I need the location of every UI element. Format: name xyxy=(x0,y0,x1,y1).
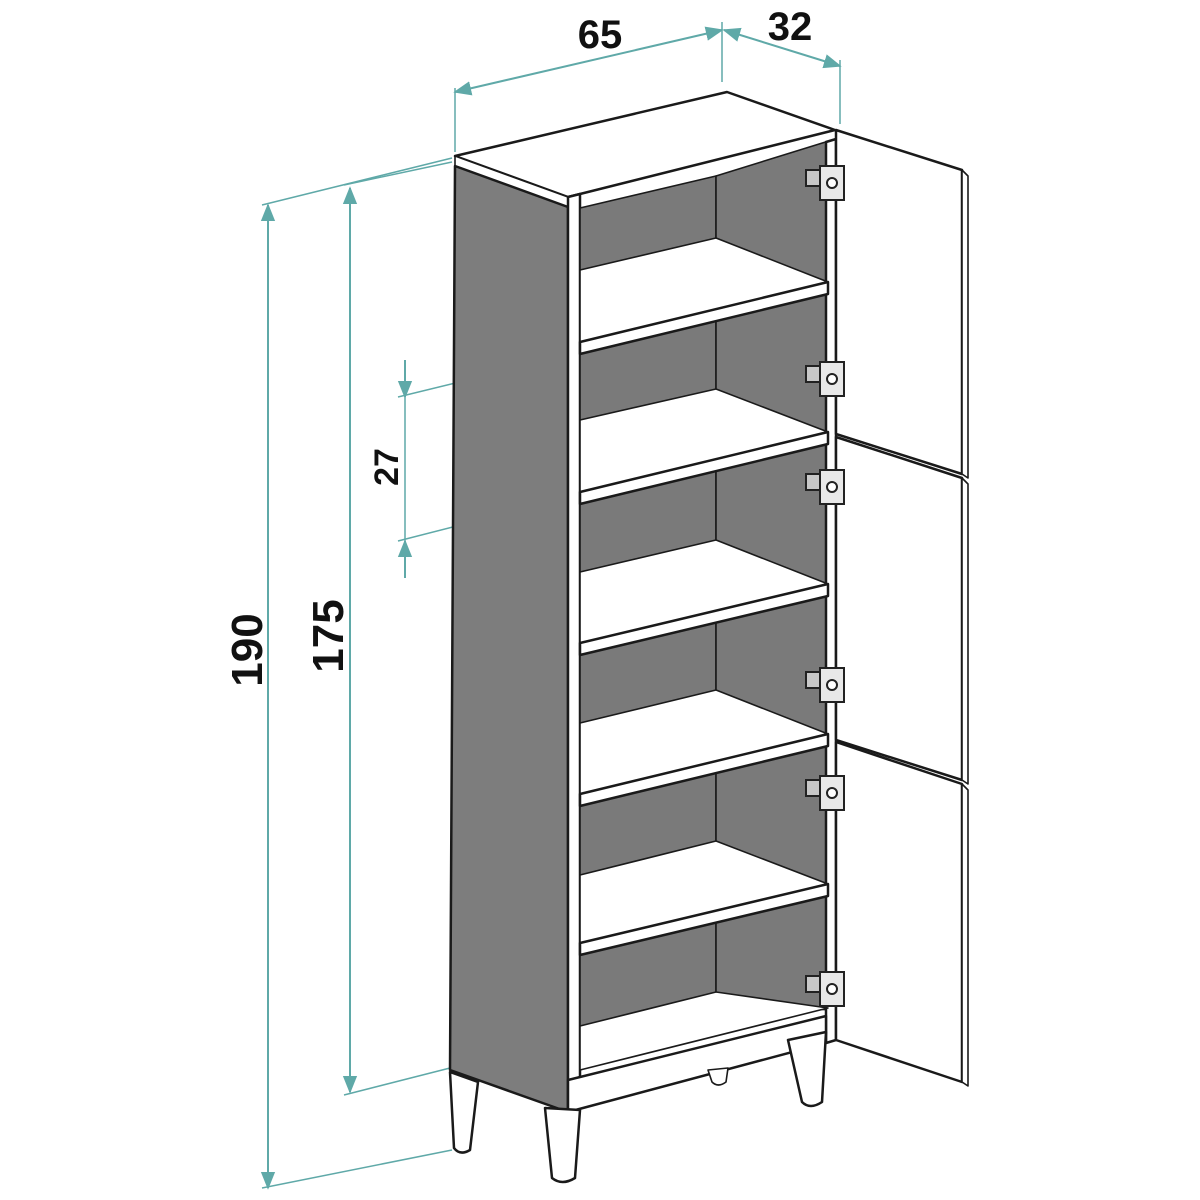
hinge-icon xyxy=(805,971,845,1007)
cabinet-legs xyxy=(448,1030,828,1184)
shelf-4 xyxy=(578,689,830,808)
leg-back-stub xyxy=(707,1067,729,1086)
shelf-1 xyxy=(578,237,830,356)
shelf-spacing-label: 27 xyxy=(368,448,406,486)
shelf-3 xyxy=(578,539,830,657)
leg-front-left xyxy=(543,1106,582,1184)
hinges xyxy=(805,165,845,1007)
hinge-icon xyxy=(805,469,845,505)
door-top xyxy=(834,128,969,479)
door-middle xyxy=(834,435,969,785)
width-label: 65 xyxy=(578,13,623,57)
dimension-shelf-spacing: 27 xyxy=(368,354,571,578)
bottom-shelf xyxy=(579,991,829,1071)
shelf-5 xyxy=(578,840,830,957)
leg-front-right xyxy=(786,1030,828,1108)
depth-label: 32 xyxy=(768,5,813,49)
dimension-width: 65 xyxy=(453,13,724,152)
cabinet-doors xyxy=(834,128,969,1087)
hinge-icon xyxy=(805,165,845,201)
body-height-label: 175 xyxy=(304,599,353,672)
leg-back-left xyxy=(448,1070,480,1154)
dimension-total-height: 190 xyxy=(223,157,453,1190)
hinge-icon xyxy=(805,667,845,703)
cabinet-shelves xyxy=(578,237,830,1071)
total-height-label: 190 xyxy=(223,613,272,686)
door-bottom xyxy=(834,740,969,1087)
hinge-icon xyxy=(805,361,845,397)
dimension-depth: 32 xyxy=(722,5,842,124)
dimension-body-height: 175 xyxy=(304,161,453,1096)
shelf-2 xyxy=(578,388,830,506)
hinge-icon xyxy=(805,775,845,811)
